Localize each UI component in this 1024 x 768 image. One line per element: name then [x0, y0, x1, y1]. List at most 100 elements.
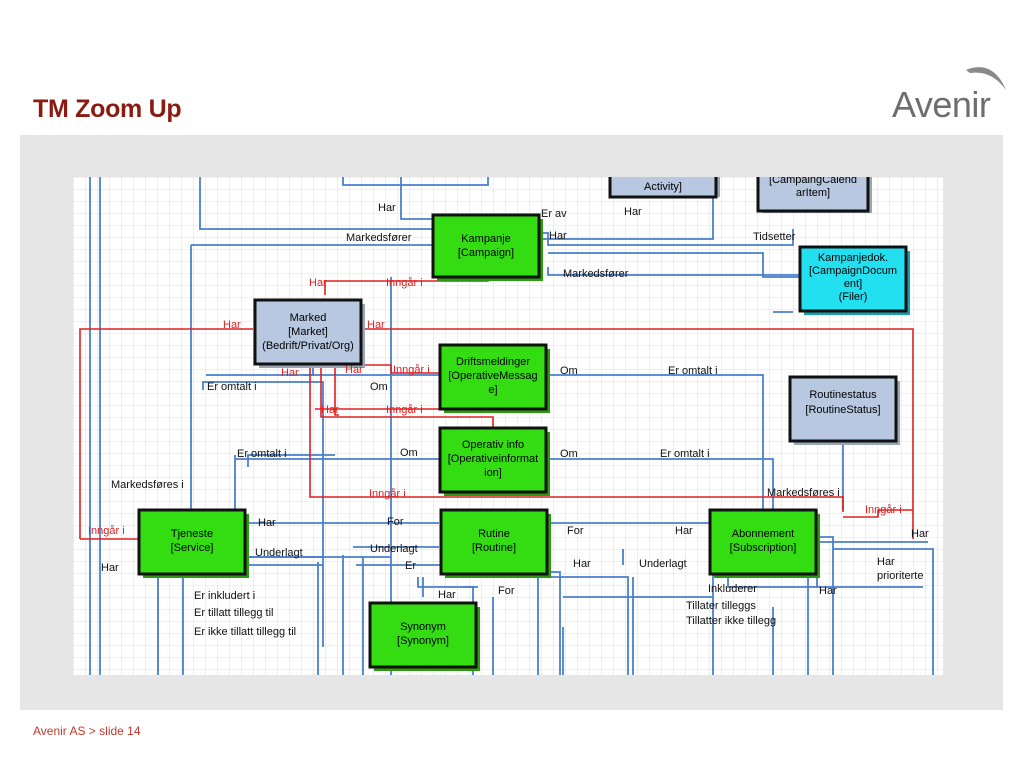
entity-synonym[interactable]: Synonym [Synonym]	[368, 601, 480, 671]
label-om-1: Om	[560, 365, 578, 377]
label-er-omtalt-1: Er omtalt i	[668, 365, 718, 377]
entity-driftsmeldinger[interactable]: Driftsmeldinger [OperativeMessag e]	[438, 343, 550, 413]
entity-operativ-label-1: Operativ info	[462, 439, 524, 451]
entity-rutine-label-2: [Routine]	[472, 542, 516, 554]
label-markedsfores-2: Markedsføres i	[767, 487, 840, 499]
label-er-tillatt: Er tillatt tillegg til	[194, 607, 273, 619]
label-har-red-1: Har	[309, 277, 327, 289]
label-har-prio: Har	[877, 556, 895, 568]
label-er-omtalt-3: Er omtalt i	[237, 448, 287, 460]
entity-rutine-label-1: Rutine	[478, 528, 510, 540]
label-prioriterte: prioriterte	[877, 570, 923, 582]
label-inngar-red-3: Inngår i	[386, 404, 423, 416]
label-har-top: Har	[378, 202, 396, 214]
label-inkluderer: Inkluderer	[708, 583, 757, 595]
entity-operativ-label-3: ion]	[484, 467, 502, 479]
relation-labels: Har Er av Har Har Tidsetter Markedsfører…	[101, 202, 929, 638]
label-markedsforer-2: Markedsfører	[563, 268, 629, 280]
label-er-omtalt-2: Er omtalt i	[207, 381, 257, 393]
label-inngar-red-5: Inngår i	[88, 525, 125, 537]
entity-operativ-info[interactable]: Operativ info [Operativeinformat ion]	[438, 426, 550, 496]
label-tillater-ikke: Tillatter ikke tillegg	[686, 615, 776, 627]
label-inngar-red-1: Inngår i	[386, 277, 423, 289]
label-underlagt-3: Underlagt	[639, 558, 687, 570]
entity-activity[interactable]: Activity]	[608, 177, 720, 199]
label-er-inkludert: Er inkludert i	[194, 590, 255, 602]
entity-drift-label-2: [OperativeMessag	[448, 370, 537, 382]
entity-drift-label-3: e]	[488, 384, 497, 396]
label-har-red-5: Har	[345, 364, 363, 376]
label-har-abonnement: Har	[675, 525, 693, 537]
entity-kampanje-label-2: [Campaign]	[458, 247, 514, 259]
er-diagram: Activity] [CampaingCalend arItem] Kampan…	[73, 177, 943, 675]
entity-operativ-label-2: [Operativeinformat	[448, 453, 538, 465]
entity-abonnement-label-2: [Subscription]	[730, 542, 797, 554]
entity-abonnement[interactable]: Abonnement [Subscription]	[708, 508, 820, 578]
entity-marked[interactable]: Marked [Market] (Bedrift/Privat/Org)	[253, 298, 365, 368]
entity-campaigncal-label-1: [CampaingCalend	[769, 177, 857, 186]
entity-synonym-label-2: [Synonym]	[397, 635, 449, 647]
entity-campaigncal-label-2: arItem]	[796, 187, 830, 199]
relation-labels-red: Har Inngår i Har Har Har Har Inngår i Ha…	[88, 277, 902, 537]
entity-kampanjedok-label-2: [CampaignDocum	[809, 265, 897, 277]
label-om-4: Om	[560, 448, 578, 460]
label-har-tjeneste: Har	[258, 517, 276, 529]
label-har-synonym: Har	[438, 589, 456, 601]
label-har-red-4: Har	[281, 367, 299, 379]
slide-title: TM Zoom Up	[33, 95, 182, 123]
entity-tjeneste-label-2: [Service]	[171, 542, 214, 554]
entity-kampanjedok-label-3: ent]	[844, 278, 862, 290]
label-underlagt-1: Underlagt	[255, 547, 303, 559]
entity-routinestatus-label-2: [RoutineStatus]	[805, 404, 880, 416]
label-har-kampanje: Har	[549, 230, 567, 242]
label-inngar-red-4: Inngår i	[369, 488, 406, 500]
label-har-activity: Har	[624, 206, 642, 218]
label-for-2: For	[567, 525, 584, 537]
label-for-1: For	[387, 516, 404, 528]
label-har-red-6: Har	[321, 404, 339, 416]
label-har-red-2: Har	[223, 319, 241, 331]
entity-campaigncalendaritem[interactable]: [CampaingCalend arItem]	[756, 177, 872, 213]
label-er: Er	[405, 560, 416, 572]
label-har-left: Har	[101, 562, 119, 574]
avenir-logo: Avenir	[892, 84, 991, 125]
entity-kampanje[interactable]: Kampanje [Campaign]	[431, 213, 543, 281]
label-har-inkluderer: Har	[819, 585, 837, 597]
label-markedsfores-1: Markedsføres i	[111, 479, 184, 491]
entity-kampanjedok-label-1: Kampanjedok.	[818, 252, 888, 264]
entity-tjeneste-label-1: Tjeneste	[171, 528, 213, 540]
entity-synonym-label-1: Synonym	[400, 621, 446, 633]
entity-marked-label-3: (Bedrift/Privat/Org)	[262, 340, 354, 352]
entity-routinestatus[interactable]: Routinestatus [RoutineStatus]	[788, 375, 900, 445]
label-tillater: Tillater tilleggs	[686, 600, 756, 612]
label-for-3: For	[498, 585, 515, 597]
label-har-red-3: Har	[367, 319, 385, 331]
entity-kampanjedok[interactable]: Kampanjedok. [CampaignDocum ent] (Filer)	[798, 245, 910, 315]
label-har-right: Har	[911, 528, 929, 540]
entity-marked-label-1: Marked	[290, 312, 327, 324]
entity-marked-label-2: [Market]	[288, 326, 328, 338]
label-markedsforer-1: Markedsfører	[346, 232, 412, 244]
entity-routinestatus-label-1: Routinestatus	[809, 389, 877, 401]
label-er-av: Er av	[541, 208, 567, 220]
entity-tjeneste[interactable]: Tjeneste [Service]	[137, 508, 249, 578]
label-inngar-red-6: Inngår i	[865, 504, 902, 516]
label-tidsetter: Tidsetter	[753, 231, 796, 243]
entity-kampanje-label-1: Kampanje	[461, 233, 511, 245]
avenir-logo-swoosh-icon	[966, 67, 1006, 90]
label-er-ikke-tillatt: Er ikke tillatt tillegg til	[194, 626, 296, 638]
slide-footer: Avenir AS > slide 14	[33, 724, 141, 738]
label-er-omtalt-4: Er omtalt i	[660, 448, 710, 460]
label-om-3: Om	[400, 447, 418, 459]
entity-drift-label-1: Driftsmeldinger	[456, 356, 530, 368]
label-inngar-red-2: Inngår i	[393, 364, 430, 376]
entity-abonnement-label-1: Abonnement	[732, 528, 794, 540]
er-diagram-canvas: Activity] [CampaingCalend arItem] Kampan…	[73, 177, 943, 675]
entity-activity-label: Activity]	[644, 181, 682, 193]
label-har-rutine: Har	[573, 558, 591, 570]
label-underlagt-2: Underlagt	[370, 543, 418, 555]
entity-kampanjedok-label-4: (Filer)	[839, 291, 868, 303]
relation-lines-blue	[89, 177, 934, 675]
entity-rutine[interactable]: Rutine [Routine]	[439, 508, 551, 578]
label-om-2: Om	[370, 381, 388, 393]
